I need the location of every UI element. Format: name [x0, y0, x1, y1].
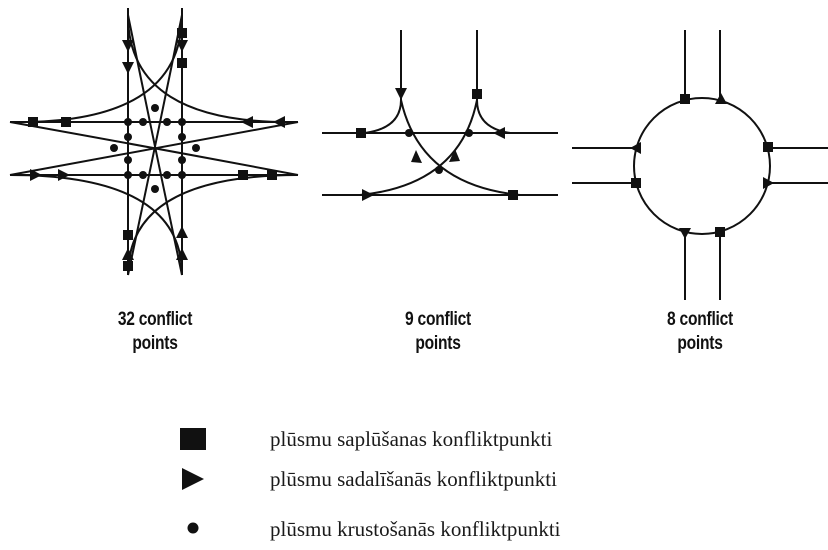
arrow-inner-2 [449, 149, 460, 162]
roundabout-caption-count: 8 conflict [667, 309, 733, 330]
t-intersection-merging-points [356, 89, 518, 200]
arrow-south-inner [176, 226, 188, 238]
intersection-caption-word: points [132, 333, 178, 354]
crossing-dot [465, 129, 473, 137]
intersection-direction-arrows [30, 40, 285, 260]
legend-label-merging: plūsmu saplūšanas konfliktpunkti [270, 427, 553, 451]
crossing-dot [124, 118, 132, 126]
arrow-left-curve [493, 127, 505, 139]
crossing-dot [178, 171, 186, 179]
crossing-dot [124, 171, 132, 179]
diverge-triangle [763, 177, 774, 189]
roundabout-caption: 8 conflict points [634, 308, 765, 356]
roundabout-diverge-points [630, 93, 774, 239]
merge-square [177, 58, 187, 68]
crossing-dot [163, 118, 171, 126]
arrow-north-inner [122, 62, 134, 74]
merge-square [680, 94, 690, 104]
crossing-dot [110, 144, 118, 152]
arrow-west-lower-2 [58, 169, 70, 181]
merge-square [61, 117, 71, 127]
merging-square-icon [180, 428, 206, 450]
crossing-dot [178, 156, 186, 164]
turning-curves [9, 14, 299, 276]
arrow-south-right [176, 248, 188, 260]
intersection-crossing-points [110, 104, 200, 193]
merge-square [508, 190, 518, 200]
arrow-right-lower [362, 189, 374, 201]
crossing-dot [178, 118, 186, 126]
merge-square [356, 128, 366, 138]
crossing-dot [405, 129, 413, 137]
crossing-dot-icon [187, 522, 199, 534]
merge-square [267, 170, 277, 180]
crossing-dot [139, 118, 147, 126]
intersection-caption: 32 conflict points [89, 308, 220, 356]
legend-item-crossing: plūsmu krustošanās konfliktpunkti [150, 514, 750, 546]
merge-square [123, 261, 133, 271]
arrow-west-lower [30, 169, 42, 181]
merge-square [715, 227, 725, 237]
legend-item-merging: plūsmu saplūšanas konfliktpunkti [150, 424, 750, 456]
arrow-north-left [122, 40, 134, 52]
t-intersection-caption-word: points [415, 333, 461, 354]
crossing-dot [124, 133, 132, 141]
crossing-dot [178, 133, 186, 141]
arrow-east-upper-2 [241, 116, 253, 128]
intersection-merging-points [28, 28, 277, 271]
crossing-dot [435, 166, 443, 174]
merge-square [28, 117, 38, 127]
t-intersection-arrows [362, 88, 505, 201]
roundabout-caption-word: points [677, 333, 723, 354]
arrow-down [395, 88, 407, 100]
diverging-triangle-icon [182, 468, 204, 490]
arrow-south-left [122, 248, 134, 260]
legend-label-diverging: plūsmu sadalīšanās konfliktpunkti [270, 467, 557, 491]
crossing-dot [124, 156, 132, 164]
intersection-diagram [9, 8, 299, 276]
merge-square [238, 170, 248, 180]
merge-square [472, 89, 482, 99]
legend-item-diverging: plūsmu sadalīšanās konfliktpunkti [150, 464, 750, 496]
crossing-dot [163, 171, 171, 179]
diverge-triangle [715, 93, 727, 104]
legend-label-crossing: plūsmu krustošanās konfliktpunkti [270, 517, 561, 541]
crossing-dot [151, 104, 159, 112]
arrow-east-upper [273, 116, 285, 128]
arrow-north-right [176, 40, 188, 52]
merge-square [631, 178, 641, 188]
crossing-dot [139, 171, 147, 179]
roundabout-merging-points [631, 94, 773, 237]
merge-square [177, 28, 187, 38]
t-intersection-caption-count: 9 conflict [405, 309, 471, 330]
crossing-dot [151, 185, 159, 193]
arrow-inner-1 [411, 150, 422, 163]
crossing-dot [192, 144, 200, 152]
roundabout-diagram [572, 30, 828, 300]
diverge-triangle [630, 142, 641, 154]
merge-square [763, 142, 773, 152]
t-intersection-caption: 9 conflict points [372, 308, 503, 356]
merge-square [123, 230, 133, 240]
diverge-triangle [679, 228, 691, 239]
intersection-caption-count: 32 conflict [117, 309, 193, 330]
t-intersection-crossing-points [405, 129, 473, 174]
